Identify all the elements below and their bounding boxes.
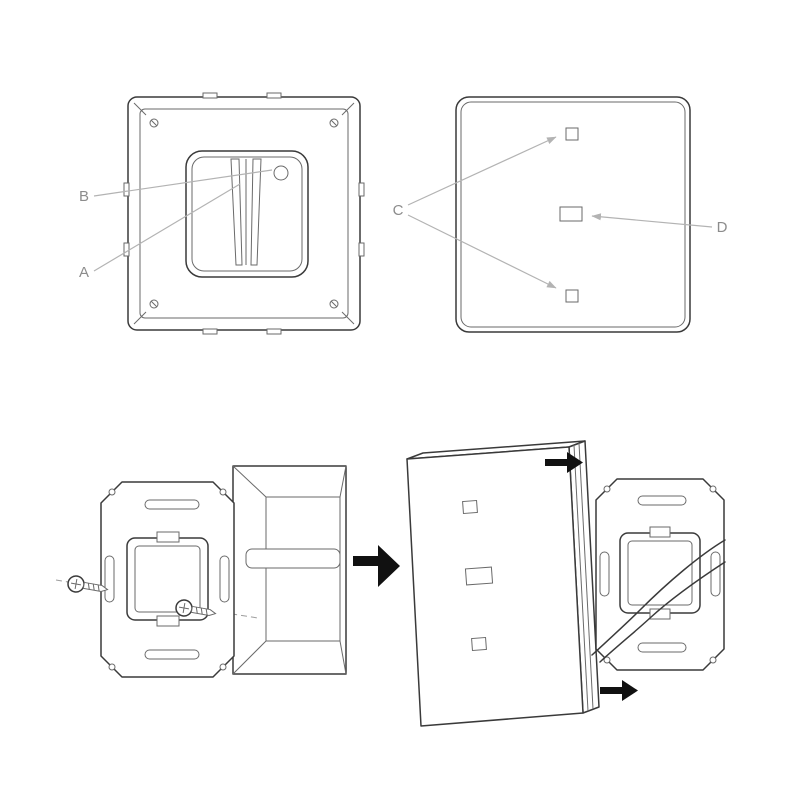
bracket-slot-bottom <box>637 642 687 653</box>
wall-box-cross-bar <box>245 548 341 569</box>
wall-box-depth-edge <box>232 640 267 675</box>
corner-screws <box>149 118 339 309</box>
bracket-slot-right <box>710 551 721 597</box>
label-c: C <box>393 202 404 219</box>
arrow-head <box>567 452 583 473</box>
leader-line-c-bottom <box>407 214 557 289</box>
screw-thread <box>97 584 100 592</box>
contact-prong-right <box>250 158 262 266</box>
module-opening-inner <box>191 156 303 272</box>
screw-axis-guide <box>161 602 259 619</box>
leader-line-d <box>591 213 713 228</box>
mounting-bracket-right <box>591 478 726 671</box>
panel-face-inner-line <box>460 101 686 328</box>
frame-corner-bevel <box>341 311 355 325</box>
bracket-clip-top <box>649 526 671 538</box>
frame-edge-tabs <box>123 92 365 335</box>
bracket-slot-bottom <box>144 649 200 660</box>
mounting-bracket-left <box>100 481 235 678</box>
bracket-slot-top <box>144 499 200 510</box>
arrow-shaft <box>545 459 567 466</box>
label-d: D <box>717 219 728 236</box>
installation-figure <box>55 440 726 727</box>
edge-tab <box>202 92 218 99</box>
leader-line-a <box>93 183 241 272</box>
leader-line-c-top <box>407 136 557 206</box>
label-b: B <box>79 188 89 205</box>
screw-thread <box>92 583 95 591</box>
wall-box-depth-edge <box>232 465 267 498</box>
button-middle <box>559 206 583 222</box>
edge-tab <box>202 328 218 335</box>
panel-front-face <box>406 446 584 727</box>
bracket-corner-hole <box>709 656 717 664</box>
bracket-clip-bottom <box>649 608 671 620</box>
switch-front-figure: C D <box>393 96 728 333</box>
frame-corner-bevel <box>133 102 147 116</box>
frame-corner-bevel <box>341 102 355 116</box>
frame-corner-bevel <box>133 311 147 325</box>
bracket-corner-hole <box>709 485 717 493</box>
edge-tab <box>123 242 130 257</box>
screw-slot <box>150 300 158 308</box>
screw-thread <box>195 607 198 614</box>
panel-laminate-line <box>573 444 589 712</box>
panel-button-bottom <box>471 636 487 652</box>
button-top <box>565 127 579 141</box>
wall-box <box>232 465 347 675</box>
edge-tab <box>358 242 365 257</box>
bracket-corner-hole <box>219 488 227 496</box>
screw-cross-slot <box>182 602 186 614</box>
screw-1 <box>67 575 109 593</box>
bracket-clip-top <box>156 531 180 543</box>
bracket-corner-hole <box>108 488 116 496</box>
wire <box>591 539 726 656</box>
edge-tab <box>266 328 282 335</box>
panel-laminate-line <box>578 442 594 710</box>
bracket-corner-hole <box>108 663 116 671</box>
leader-line-b <box>93 169 273 197</box>
bracket-corner-hole <box>219 663 227 671</box>
screw-slot <box>150 119 158 127</box>
edge-tab <box>123 182 130 197</box>
bracket-slot-top <box>637 495 687 506</box>
slide-arrow-bottom <box>600 680 638 701</box>
label-a: A <box>79 264 89 281</box>
bracket-clip-bottom <box>156 615 180 627</box>
slide-arrow-top <box>545 452 583 473</box>
arrow-shaft <box>600 687 622 694</box>
arrow-head <box>622 680 638 701</box>
screw-slot <box>330 119 338 127</box>
screw-cross-slot <box>74 578 78 590</box>
screw-thread <box>87 583 90 590</box>
sensor-hole <box>273 165 289 181</box>
panel-button-middle <box>464 566 494 586</box>
bracket-corner-hole <box>603 656 611 664</box>
screw-thread <box>205 608 208 616</box>
bracket-center-window <box>627 540 693 606</box>
screw-slot <box>330 300 338 308</box>
wall-box-depth-edge <box>339 465 347 498</box>
screw-thread <box>200 607 203 615</box>
button-bottom <box>565 289 579 303</box>
front-panel-3d <box>406 440 600 727</box>
bracket-slot-right <box>219 555 230 603</box>
wall-box-back <box>265 496 341 642</box>
edge-tab <box>358 182 365 197</box>
wall-box-depth-edge <box>339 640 347 675</box>
bracket-center-window <box>134 545 201 613</box>
contact-prong-left <box>230 158 243 266</box>
panel-button-top <box>462 499 478 515</box>
assembly-direction-arrow <box>353 545 400 587</box>
edge-tab <box>266 92 282 99</box>
bracket-corner-hole <box>603 485 611 493</box>
switch-back-figure: B A <box>79 92 365 335</box>
wire <box>599 561 726 663</box>
bracket-slot-left <box>104 555 115 603</box>
bracket-slot-left <box>599 551 610 597</box>
screw-2 <box>175 599 217 617</box>
